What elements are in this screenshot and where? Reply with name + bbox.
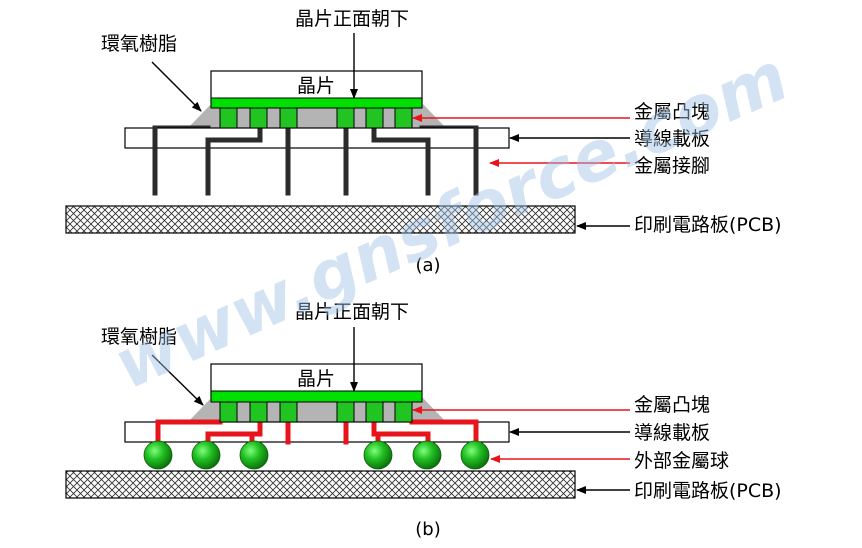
substrate-a bbox=[124, 127, 510, 149]
chip-label-a: 晶片 bbox=[297, 75, 335, 97]
label-pcb-b: 印刷電路板(PCB) bbox=[634, 480, 782, 502]
label-pcb-a: 印刷電路板(PCB) bbox=[634, 214, 782, 236]
pcb-a bbox=[65, 205, 576, 234]
diagram-a: 晶片 晶片正面朝下 環氧樹脂 金屬凸塊 導線載板 金屬接腳 印刷電路板(PCB)… bbox=[65, 8, 782, 276]
chip-active-layer-a bbox=[210, 97, 423, 109]
metal-balls-b bbox=[143, 440, 490, 470]
label-epoxy-b: 環氧樹脂 bbox=[101, 326, 177, 348]
arrow-epoxy-b bbox=[151, 354, 204, 406]
caption-a: (a) bbox=[415, 255, 440, 276]
label-substrate-a: 導線載板 bbox=[634, 128, 710, 150]
arrow-epoxy-a bbox=[151, 61, 202, 112]
label-metal-ball-b: 外部金屬球 bbox=[634, 450, 729, 472]
caption-b: (b) bbox=[415, 519, 440, 540]
label-substrate-b: 導線載板 bbox=[634, 422, 710, 444]
substrate-b bbox=[124, 421, 510, 443]
metal-bumps-b bbox=[219, 401, 413, 423]
label-epoxy-a: 環氧樹脂 bbox=[101, 33, 177, 55]
pcb-b bbox=[65, 470, 576, 499]
traces-b bbox=[155, 419, 479, 445]
label-chip-face-down-b: 晶片正面朝下 bbox=[295, 301, 409, 323]
label-metal-bump-b: 金屬凸塊 bbox=[634, 394, 710, 416]
diagram-b: 晶片 晶片正面朝下 環氧樹脂 金屬凸塊 導線載板 外部金屬球 印刷電路板(PCB… bbox=[65, 301, 782, 540]
label-metal-pin-a: 金屬接腳 bbox=[634, 155, 710, 177]
chip-active-layer-b bbox=[210, 390, 423, 403]
chip-label-b: 晶片 bbox=[297, 368, 335, 390]
label-metal-bump-a: 金屬凸塊 bbox=[634, 101, 710, 123]
metal-bumps-a bbox=[219, 107, 413, 129]
label-chip-face-down-a: 晶片正面朝下 bbox=[295, 8, 409, 30]
